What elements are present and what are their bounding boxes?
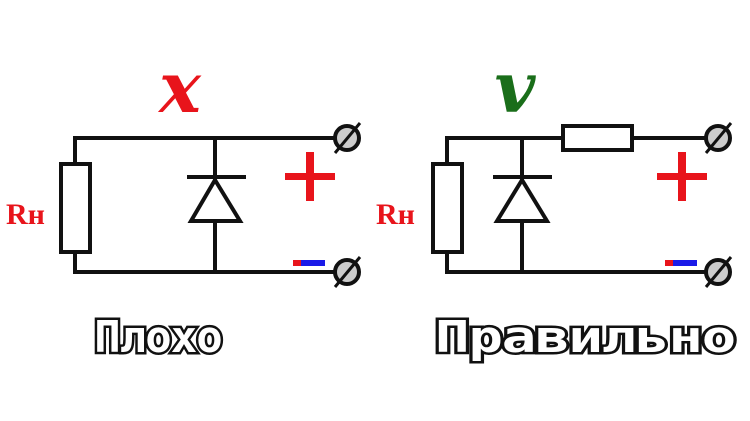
left-circuit: x Rн Плохо	[6, 46, 362, 366]
plus-sign-icon	[657, 152, 707, 201]
minus-sign-icon	[293, 260, 325, 266]
diode	[187, 136, 246, 274]
plus-sign-icon	[285, 152, 335, 201]
caption-bad: Плохо	[94, 312, 221, 363]
bottom-wire	[73, 250, 336, 274]
minus-sign-icon	[665, 260, 697, 266]
check-mark-icon: v	[495, 46, 537, 129]
terminal-positive-icon[interactable]	[704, 122, 733, 154]
caption-correct: Правильно	[435, 312, 735, 363]
terminal-negative-icon[interactable]	[333, 256, 362, 288]
bottom-wire	[445, 250, 708, 274]
fuse	[561, 124, 634, 152]
terminal-positive-icon[interactable]	[333, 122, 362, 154]
resistor-label: Rн	[376, 198, 415, 231]
load-resistor	[59, 162, 92, 254]
right-circuit: v Rн Правильно	[376, 46, 739, 366]
load-resistor	[431, 162, 464, 254]
cross-mark-icon: x	[157, 46, 202, 129]
diode	[493, 136, 552, 274]
top-wire	[445, 136, 565, 166]
top-wire	[73, 136, 336, 166]
resistor-label: Rн	[6, 198, 45, 231]
terminal-negative-icon[interactable]	[704, 256, 733, 288]
